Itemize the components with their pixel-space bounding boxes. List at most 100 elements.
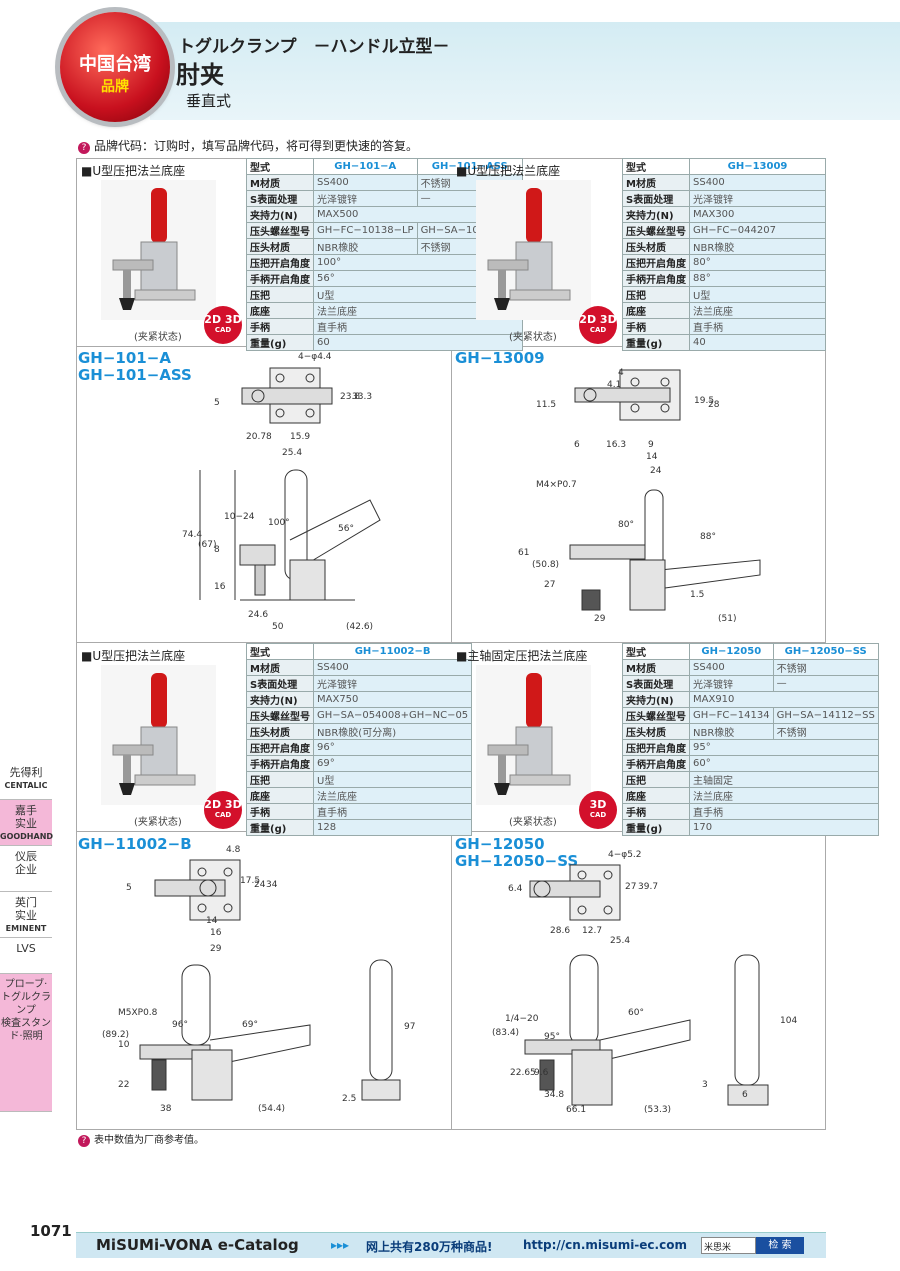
dimension-label: 74.4 bbox=[182, 530, 203, 540]
dimension-label: 27 bbox=[625, 882, 637, 892]
cad-sub: CAD bbox=[214, 326, 232, 334]
spec-key: 手柄 bbox=[622, 803, 690, 820]
spec-key: S表面处理 bbox=[246, 675, 314, 692]
spec-value: NBR橡胶 bbox=[689, 723, 774, 740]
dimension-label: 22 bbox=[118, 1080, 130, 1090]
spec-value: 56° bbox=[313, 270, 523, 287]
dimension-label: (53.3) bbox=[644, 1105, 672, 1115]
dimension-label: (50.8) bbox=[532, 560, 560, 570]
clamp-state-label: (夹紧状态) bbox=[134, 817, 182, 828]
spec-value: 80° bbox=[689, 254, 826, 271]
spec-value: NBR橡胶 bbox=[313, 238, 418, 255]
spec-value: 128 bbox=[312, 819, 473, 836]
spec-value: 直手柄 bbox=[313, 318, 523, 335]
dimension-label: 4.8 bbox=[226, 845, 241, 855]
dimension-label: 38 bbox=[160, 1104, 172, 1114]
footer-url[interactable]: http://cn.misumi-ec.com bbox=[523, 1238, 687, 1252]
dimension-label: 56° bbox=[338, 524, 354, 534]
spec-row: 压把主轴固定 bbox=[622, 771, 879, 788]
spec-key: 型式 bbox=[622, 158, 690, 175]
dimension-label: 6.4 bbox=[508, 884, 523, 894]
cad-sub: CAD bbox=[214, 811, 232, 819]
panel-title-p2: ■U型压把法兰底座 bbox=[456, 164, 561, 178]
spec-value: GH−101−A bbox=[313, 158, 418, 175]
spec-row: 重量(g)170 bbox=[622, 819, 879, 836]
spec-row: 手柄直手柄 bbox=[622, 318, 826, 335]
page-number: 1071 bbox=[30, 1222, 72, 1240]
spec-key: 型式 bbox=[246, 643, 314, 660]
spec-value-2: 不锈钢 bbox=[772, 659, 879, 676]
spec-key: 底座 bbox=[246, 302, 314, 319]
spec-key: 压头材质 bbox=[246, 238, 314, 255]
dimension-label: 60° bbox=[628, 1008, 644, 1018]
title-jp: トグルクランプ －ハンドル立型－ bbox=[178, 37, 450, 57]
spec-value-2: 不锈钢 bbox=[772, 723, 879, 740]
dimension-label: 10 bbox=[118, 1040, 130, 1050]
dimension-label: (51) bbox=[718, 614, 737, 624]
sidebar-item[interactable]: プローブ·トグルクランプ 検査スタンド·照明 bbox=[0, 974, 52, 1112]
clamp-photo-icon bbox=[112, 673, 196, 795]
brand-note: ? 品牌代码：订购时，填写品牌代码，将可得到更快速的答复。 bbox=[78, 137, 418, 154]
drawing-gh-13009 bbox=[569, 369, 761, 611]
spec-row: 重量(g)60 bbox=[246, 334, 523, 351]
spec-value: 60 bbox=[313, 334, 523, 351]
search-input[interactable]: 米思米 bbox=[701, 1237, 756, 1254]
spec-key: 底座 bbox=[246, 787, 314, 804]
clamp-state-label: (夹紧状态) bbox=[134, 332, 182, 343]
spec-key: 压把 bbox=[622, 771, 690, 788]
spec-key: 重量(g) bbox=[246, 334, 314, 351]
spec-key: M材质 bbox=[622, 174, 690, 191]
dimension-label: 6 bbox=[574, 440, 580, 450]
drawing-gh-11002-b bbox=[139, 859, 401, 1101]
dimension-label: 95° bbox=[544, 1032, 560, 1042]
spec-value-2: GH−SA−14112−SS bbox=[772, 707, 879, 724]
dimension-label: 88° bbox=[700, 532, 716, 542]
sidebar-item[interactable]: LVS bbox=[0, 938, 52, 974]
spec-row: 手柄直手柄 bbox=[246, 803, 473, 820]
model-heading-p1: GH−101−A GH−101−ASS bbox=[78, 349, 192, 384]
dimension-label: 14 bbox=[646, 452, 658, 462]
spec-key: 夹持力(N) bbox=[622, 691, 690, 708]
spec-row: S表面处理光泽镀锌 bbox=[622, 190, 826, 207]
dimension-label: 34 bbox=[266, 880, 278, 890]
search-button[interactable]: 检 索 bbox=[756, 1237, 804, 1254]
spec-value: NBR橡胶(可分离) bbox=[312, 723, 473, 740]
spec-value: MAX910 bbox=[689, 691, 879, 708]
brand-note-text: 品牌代码：订购时，填写品牌代码，将可得到更快速的答复。 bbox=[94, 139, 419, 153]
spec-value: 法兰底座 bbox=[689, 787, 879, 804]
spec-key: 压头螺丝型号 bbox=[246, 707, 314, 724]
spec-key: 手柄 bbox=[622, 318, 690, 335]
dimension-label: 28 bbox=[708, 400, 720, 410]
spec-value: GH−11002−B bbox=[312, 643, 473, 660]
spec-key: 压把 bbox=[246, 771, 314, 788]
spec-row: 底座法兰底座 bbox=[246, 302, 523, 319]
info-icon: ? bbox=[78, 142, 90, 154]
spec-key: 压把开启角度 bbox=[246, 739, 314, 756]
spec-value: 60° bbox=[689, 755, 879, 772]
product-photo-p1 bbox=[101, 180, 216, 320]
sidebar-item[interactable]: 仪辰 企业 bbox=[0, 846, 52, 892]
page-header: 中国台湾 品牌 トグルクランプ －ハンドル立型－ 肘夹 垂直式 bbox=[0, 0, 900, 122]
dimension-label: 4 bbox=[618, 368, 624, 378]
sidebar-item-label: 嘉手 实业 bbox=[15, 804, 37, 830]
clamp-photo-icon bbox=[112, 188, 196, 310]
sidebar-item-sub: CENTALIC bbox=[4, 781, 48, 790]
clamp-state-label: (夹紧状态) bbox=[509, 817, 557, 828]
